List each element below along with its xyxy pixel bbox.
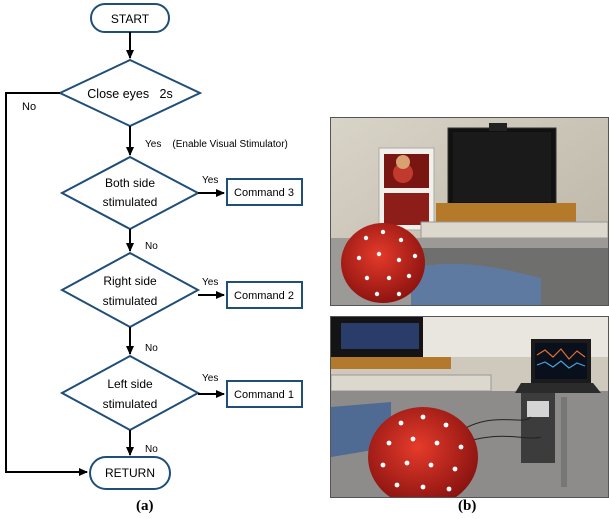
command1-label: Command 1 [234,389,294,401]
decision-left-side-line2: stimulated [103,397,158,411]
command2-box [226,281,303,309]
start-label: START [111,12,150,26]
photo-top-eeg-setup [330,117,609,306]
flowchart: START Close eyes 2s No Yes (Enable Visua… [5,3,303,490]
yes-label-d3: Yes [202,277,218,288]
no-label-d3: No [145,343,158,354]
yes-label-d2: Yes [202,175,218,186]
yes-label-d4: Yes [202,373,218,384]
decision-right-side-line2: stimulated [103,294,158,308]
decision-both-side-line1: Both side [105,176,155,190]
command2-label: Command 2 [234,290,294,302]
photo-bottom-laptop-setup [330,316,609,498]
return-terminal [89,456,171,490]
decision-both-side [59,155,201,231]
return-label: RETURN [105,466,155,480]
decision-right-side-line1: Right side [103,274,157,288]
command1-box [226,380,303,408]
edge-no-loop [5,92,88,476]
command3-box [226,178,303,206]
decision-both-side-line2: stimulated [103,195,158,209]
caption-a: (a) [136,498,154,514]
caption-b: (b) [458,498,477,514]
no-label-d2: No [145,241,158,252]
no-label-d4: No [145,444,158,455]
command3-label: Command 3 [234,187,294,199]
yes-enable-label: Yes (Enable Visual Stimulator) [145,139,288,150]
decision-left-side-line1: Left side [107,377,153,391]
decision-right-side [59,251,201,329]
decision-close-eyes-label: Close eyes 2s [87,87,172,101]
no-loop-label: No [22,101,36,113]
decision-left-side [59,354,201,432]
